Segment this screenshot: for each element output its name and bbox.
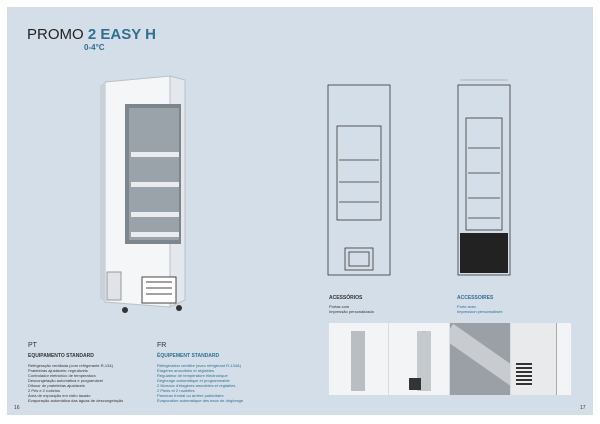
fr-item: Étagères amovibles et réglables <box>157 368 214 373</box>
fr-item: 2 Niveaux d'étagères amovibles et réglab… <box>157 383 236 388</box>
pt-item: Controlador eletrónico de temperatura <box>28 373 96 378</box>
temperature-range: 0-4°C <box>84 43 105 52</box>
pt-item: Difusor de prateleiras ajustáveis <box>28 383 85 388</box>
fr-label: FR <box>157 342 167 349</box>
pt-item: Área de exposição em vidro lacado <box>28 393 91 398</box>
fridge-render <box>100 75 186 313</box>
fr-section: FR ÉQUIPEMENT STANDARD Réfrigération ven… <box>157 342 277 403</box>
side-drawing <box>457 79 511 276</box>
fr-item: Réfrigération ventilée (avec réfrigérant… <box>157 363 242 368</box>
pt-section: PT EQUIPAMENTO STANDARD Refrigeração ven… <box>28 342 148 403</box>
fr-item: Évaporation automatique des eaux de dégi… <box>157 398 244 403</box>
photo-grille <box>511 323 571 395</box>
fr-item: Dégivrage automatique et programmable <box>157 378 230 383</box>
acc-fr-line: Porte avec <box>457 304 477 309</box>
pt-item: Descongelação automática e programável <box>28 378 103 383</box>
pt-heading: EQUIPAMENTO STANDARD <box>28 353 94 359</box>
acc-fr-heading: ACCESSOIRES <box>457 295 494 301</box>
acc-fr-line: Impression personnalisée <box>457 309 503 314</box>
fr-item: Panneau frontal ou arrière publicitaire <box>157 393 224 398</box>
fr-item: 2 Pieds et 2 roulettes <box>157 388 195 393</box>
acc-pt-line: Impressão personalizada <box>329 309 374 314</box>
acc-fr: ACCESSOIRES Porte avec Impression person… <box>457 295 503 314</box>
photo-back <box>389 323 449 395</box>
fr-item: Régulateur de température électronique <box>157 373 228 378</box>
page-number-left: 16 <box>14 405 20 411</box>
pt-item: Refrigeração ventilada (com refrigerante… <box>28 363 113 368</box>
acc-pt-line: Portas com <box>329 304 350 309</box>
front-drawing <box>327 84 391 276</box>
acc-pt-heading: ACESSÓRIOS <box>329 295 363 301</box>
photo-shelf <box>450 323 510 395</box>
pt-label: PT <box>28 342 37 349</box>
photo-side <box>329 323 388 395</box>
pt-item: Prateleiras ajustáveis: regruláveis <box>28 368 88 373</box>
product-title: PROMO 2 EASY H <box>27 26 156 43</box>
acc-pt: ACESSÓRIOS Portas com Impressão personal… <box>329 295 374 314</box>
pt-item: Evaporação automática das águas de desco… <box>28 398 124 403</box>
fr-heading: ÉQUIPEMENT STANDARD <box>157 353 220 359</box>
page-number-right: 17 <box>580 405 586 411</box>
pt-item: 2 Pés e 2 rodízios <box>28 388 61 393</box>
